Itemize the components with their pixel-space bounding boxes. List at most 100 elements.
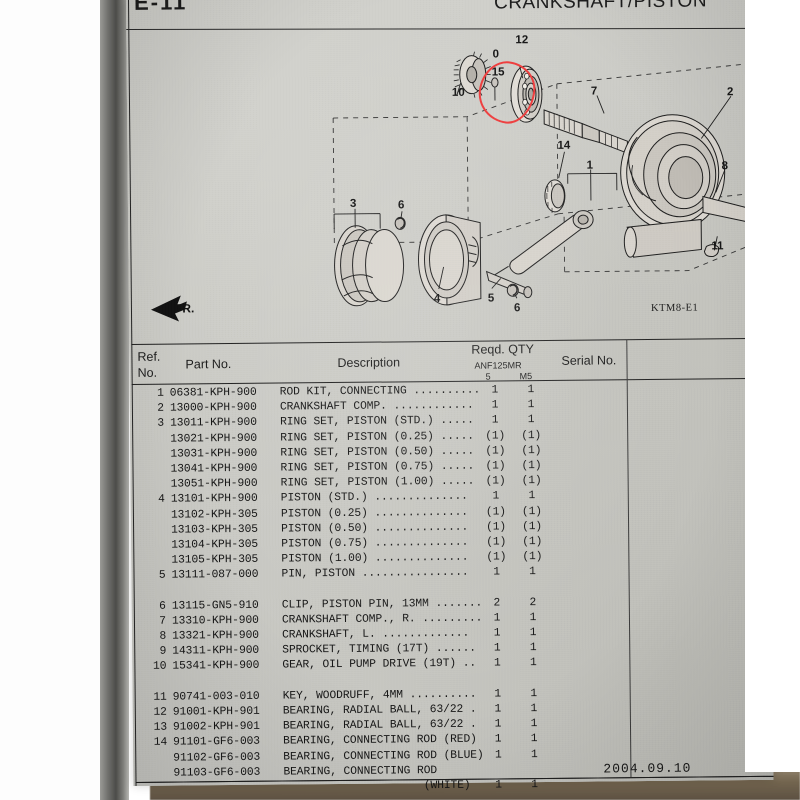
cell-ref-no: 1	[157, 387, 164, 400]
cell-qty-variant-m5: 1	[529, 657, 537, 670]
cell-qty-variant-m5: 1	[530, 703, 538, 716]
parts-table: Ref. No. Part No. Description Reqd. QTY …	[129, 337, 774, 792]
right-margin-area	[745, 0, 800, 772]
cell-part-no: 13021-KPH-900	[170, 432, 258, 446]
cell-qty-variant-m5: 1	[530, 748, 538, 761]
cell-qty-variant-5: (1)	[485, 475, 506, 488]
header-description: Description	[337, 355, 401, 370]
cell-qty-variant-5: 1	[495, 779, 502, 792]
cell-description: RING SET, PISTON (1.00) .....	[280, 475, 475, 490]
cell-part-no: 13104-KPH-305	[171, 538, 259, 552]
cell-qty-variant-5: 1	[493, 627, 501, 640]
diagram-callout-4: 4	[433, 292, 441, 306]
diagram-callout-14: 14	[557, 139, 571, 152]
diagram-callout-3: 3	[349, 197, 357, 210]
header-ref-no-line2: No.	[137, 365, 158, 380]
cell-ref-no: 8	[159, 630, 167, 643]
header-model-anf125mr: ANF125MR	[474, 360, 522, 371]
cell-description: KEY, WOODRUFF, 4MM ..........	[282, 688, 477, 703]
cell-part-no: 91001-KPH-901	[172, 705, 260, 719]
header-part-no: Part No.	[185, 357, 232, 372]
cell-description: CRANKSHAFT, L. .............	[282, 627, 470, 642]
cell-ref-no: 4	[158, 493, 165, 507]
cell-qty-variant-m5: 1	[530, 733, 538, 746]
cell-ref-no: 10	[152, 661, 167, 674]
cell-part-no: 13041-KPH-900	[170, 462, 258, 476]
book-gutter-shadow	[100, 0, 129, 800]
cell-qty-variant-m5: (1)	[522, 535, 543, 549]
cell-part-no: 13105-KPH-305	[171, 553, 259, 567]
cell-qty-variant-m5: 2	[529, 596, 537, 609]
header-reqd-qty: Reqd. QTY	[471, 342, 534, 357]
cell-qty-variant-5: 1	[494, 748, 502, 761]
cell-qty-variant-5: (1)	[485, 460, 506, 473]
cell-description: PIN, PISTON ................	[281, 566, 469, 581]
cell-part-no: 91102-GF6-003	[173, 751, 261, 765]
cell-ref-no: 3	[157, 418, 165, 431]
cell-part-no: 13310-KPH-900	[171, 614, 259, 628]
header-ref-no-line1: Ref.	[137, 349, 161, 364]
page-title: CRANKSHAFT/PISTON	[493, 0, 708, 14]
cell-qty-variant-m5: (1)	[521, 459, 542, 473]
cell-qty-variant-5: 1	[491, 384, 499, 397]
front-direction-marker: FR.	[174, 301, 195, 316]
cell-description: BEARING, RADIAL BALL, 63/22 .	[282, 703, 477, 718]
cell-part-no: 13321-KPH-900	[172, 629, 260, 643]
cell-qty-variant-m5: 1	[529, 627, 537, 640]
header-serial-no: Serial No.	[561, 353, 617, 368]
cell-qty-variant-m5: 1	[529, 642, 537, 655]
cell-description: RING SET, PISTON (0.25) .....	[280, 430, 474, 445]
cell-description: PISTON (STD.) ..............	[280, 491, 468, 505]
cell-part-no: 90741-003-010	[172, 690, 260, 704]
diagram-callout-12: 12	[515, 34, 529, 47]
cell-qty-variant-5: 1	[494, 703, 502, 716]
cell-qty-variant-5: 1	[494, 688, 502, 701]
cell-description: BEARING, CONNECTING ROD (BLUE)	[283, 749, 484, 764]
diagram-callout-5: 5	[487, 292, 495, 305]
cell-description: BEARING, CONNECTING ROD	[283, 764, 438, 779]
header-variant-m5: M5	[519, 371, 533, 382]
parts-catalog-page: E-11 CRANKSHAFT/PISTON	[126, 0, 800, 792]
diagram-callout-7: 7	[590, 85, 598, 98]
cell-ref-no: 6	[159, 600, 166, 613]
cell-description: PISTON (0.50) ..............	[281, 521, 469, 536]
cell-part-no: 13115-GN5-910	[171, 599, 259, 613]
cell-qty-variant-5: 1	[493, 642, 501, 655]
revision-date: 2004.09.10	[603, 760, 692, 777]
diagram-callout-8: 8	[721, 160, 729, 173]
cell-qty-variant-5: (1)	[485, 429, 506, 443]
cell-qty-variant-5: (1)	[485, 521, 507, 534]
cell-qty-variant-5: 1	[492, 490, 500, 503]
cell-qty-variant-m5: (1)	[521, 429, 542, 442]
cell-part-no: 13000-KPH-900	[169, 401, 257, 415]
header-variant-5: 5	[485, 371, 491, 382]
cell-description: BEARING, CONNECTING ROD (RED)	[283, 733, 477, 748]
cell-part-no: 13101-KPH-900	[170, 493, 258, 506]
cell-qty-variant-m5: 1	[528, 490, 536, 503]
cell-description: RING SET, PISTON (STD.) .....	[280, 415, 474, 429]
cell-part-no: 91103-GF6-003	[173, 766, 261, 780]
cell-qty-variant-5: (1)	[485, 445, 506, 458]
cell-qty-variant-5: (1)	[486, 536, 507, 549]
cell-part-no: 13103-KPH-305	[171, 523, 258, 537]
cell-ref-no: 11	[153, 691, 167, 704]
cell-part-no: 13111-087-000	[171, 569, 259, 582]
cell-qty-variant-m5: 1	[527, 384, 535, 397]
cell-qty-variant-5: 1	[493, 566, 500, 579]
cell-qty-variant-m5: 1	[529, 611, 537, 624]
cell-qty-variant-5: (1)	[486, 551, 507, 564]
cell-ref-no: 5	[158, 569, 166, 582]
cell-ref-no: 12	[153, 706, 167, 719]
cell-qty-variant-m5: 1	[530, 687, 538, 700]
cell-qty-variant-m5: (1)	[521, 444, 542, 457]
cell-part-no: 13102-KPH-305	[170, 508, 258, 522]
cell-description: PISTON (0.75) ..............	[281, 536, 469, 551]
cell-part-no: 91002-KPH-901	[172, 720, 260, 734]
diagram-callout-15: 15	[491, 66, 505, 79]
cell-qty-variant-m5: 1	[529, 566, 536, 579]
cell-description: GEAR, OIL PUMP DRIVE (19T) ..	[282, 658, 477, 672]
cell-qty-variant-m5: 1	[530, 718, 538, 731]
cell-part-no: 13031-KPH-900	[170, 447, 258, 461]
